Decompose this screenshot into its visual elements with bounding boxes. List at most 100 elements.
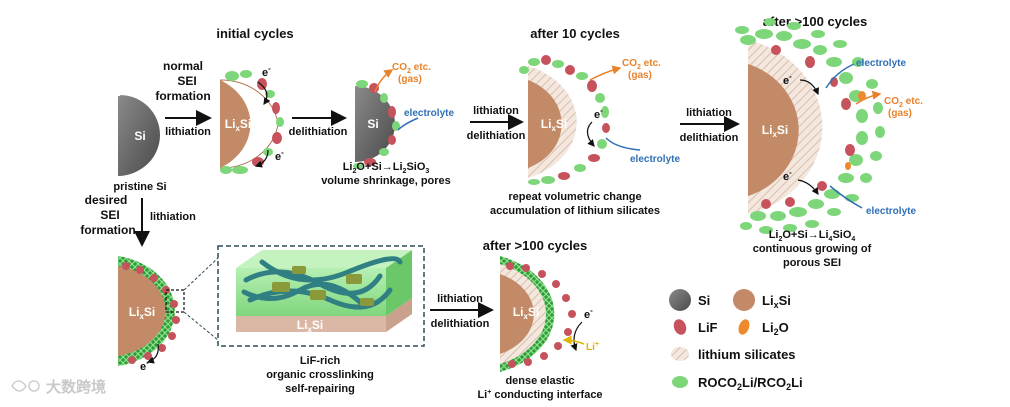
legend-swatch-lixsi — [733, 289, 755, 311]
electron-path-initial-top — [257, 81, 271, 105]
electron-label-desired: e- — [140, 358, 149, 373]
legend-item-roco2li: ROCO2Li/RCO2Li — [672, 375, 803, 392]
desired-sei-label-2: SEI — [100, 208, 119, 222]
gas-label-2b: (gas) — [628, 70, 652, 81]
electron-label-initial-top: e- — [262, 64, 271, 79]
legend-swatch-li2o — [738, 319, 750, 335]
desired-sei-label-1: desired — [85, 193, 128, 207]
watermark-text: 大数跨境 — [46, 378, 106, 396]
electrolyte-label-3b: electrolyte — [866, 206, 916, 217]
legend-swatch-lithium-silicates — [671, 347, 689, 361]
gas-label-3a: CO2 etc. — [884, 96, 923, 109]
legend-label-si: Si — [698, 293, 710, 308]
legend: Si LixSi LiF Li2O lithium silicates ROCO… — [669, 289, 803, 392]
lithiation-label-desired: lithiation — [150, 211, 196, 223]
gas-label-2a: CO2 etc. — [622, 58, 661, 71]
electrolyte-line-3a — [825, 63, 855, 89]
watermark-logo-icon — [11, 380, 27, 392]
delithiation-label-3: delithiation — [680, 132, 739, 144]
stage-title-100-cycles-bottom: after >100 cycles — [483, 238, 587, 253]
pristine-si-caption: pristine Si — [113, 181, 166, 193]
continuous-growing-caption-2: porous SEI — [783, 257, 841, 269]
sei-zoom-box: LixSi — [217, 245, 425, 347]
stable-lixsi-label: LixSi — [513, 305, 539, 321]
delithiation-label-4: delithiation — [431, 318, 490, 330]
delithiation-label-1: delithiation — [289, 126, 348, 138]
ten-cycles-lixsi-label: LixSi — [541, 117, 567, 133]
initial-lixsi-particle: LixSi — [219, 70, 284, 174]
delithiated-si-label: Si — [367, 117, 378, 131]
electron-label-initial-bottom: e- — [275, 148, 284, 163]
gas-label-3b: (gas) — [888, 108, 912, 119]
legend-label-li2o: Li2O — [762, 320, 789, 337]
pristine-si-label: Si — [134, 129, 145, 143]
stage-title-10-cycles: after 10 cycles — [530, 26, 620, 41]
delithiation-label-2: delithiation — [467, 130, 526, 142]
initial-lixsi-label: LixSi — [225, 117, 251, 133]
legend-swatch-si — [669, 289, 691, 311]
legend-item-lithium-silicates: lithium silicates — [671, 347, 796, 362]
electron-label-10-cycles: e- — [594, 106, 603, 121]
desired-sei-label-3: formation — [80, 223, 135, 237]
electron-path-100-top-2 — [797, 179, 819, 195]
li-ion-arrow — [562, 335, 585, 345]
legend-label-roco2li: ROCO2Li/RCO2Li — [698, 375, 803, 392]
ten-cycles-particle: LixSi — [519, 55, 610, 185]
reaction-li4sio4: Li2O+Si→Li4SiO4 — [769, 229, 856, 243]
li-conducting-caption: Li+ conducting interface — [477, 389, 602, 401]
electrolyte-label-2: electrolyte — [630, 154, 680, 165]
continuous-growing-caption-1: continuous growing of — [753, 243, 872, 255]
desired-lixsi-label: LixSi — [129, 305, 155, 321]
lithiation-label-2: lithiation — [473, 105, 519, 117]
zoom-line-bottom — [183, 311, 219, 341]
lithiation-label-4: lithiation — [437, 293, 483, 305]
hundred-cycles-particle-degraded: LixSi — [735, 18, 885, 234]
lithiation-label-3: lithiation — [686, 107, 732, 119]
zoom-box-lixsi-label: LixSi — [297, 318, 323, 334]
gas-label-1a: CO2 etc. — [392, 62, 431, 75]
legend-swatch-roco2li — [672, 376, 688, 388]
legend-label-lif: LiF — [698, 320, 718, 335]
electrolyte-line-3b — [829, 185, 863, 209]
volume-shrinkage-caption: volume shrinkage, pores — [321, 175, 451, 187]
gas-arrow-100-top — [855, 90, 882, 105]
repeat-change-caption: repeat volumetric change — [508, 191, 641, 203]
dense-elastic-caption: dense elastic — [505, 375, 574, 387]
gas-arrow-10-cycles — [589, 65, 622, 81]
electron-label-100-top-2: e- — [783, 168, 792, 183]
desired-lixsi-particle: LixSi — [118, 256, 180, 366]
watermark: 大数跨境 — [11, 378, 106, 396]
legend-swatch-lif — [673, 319, 687, 335]
lif-rich-caption-2: organic crosslinking — [266, 369, 374, 381]
electrolyte-label-1: electrolyte — [404, 108, 454, 119]
electron-path-stable — [570, 321, 583, 352]
gas-arrow-delithiated — [374, 69, 394, 93]
legend-item-lixsi: LixSi — [733, 289, 791, 311]
electrolyte-label-3a: electrolyte — [856, 58, 906, 69]
legend-item-lif: LiF — [673, 319, 718, 335]
gas-label-1b: (gas) — [398, 74, 422, 85]
normal-sei-label-2: SEI — [177, 74, 196, 88]
electron-path-10-cycles — [586, 121, 595, 147]
electron-path-100-top-1 — [799, 79, 819, 96]
legend-label-lithium-silicates: lithium silicates — [698, 347, 796, 362]
li-ion-label: Li+ — [586, 341, 599, 353]
electron-label-stable: e- — [584, 306, 593, 321]
electrolyte-line-1 — [397, 117, 419, 131]
zoom-line-top — [183, 257, 219, 291]
lif-rich-caption-1: LiF-rich — [300, 355, 341, 367]
normal-sei-label-3: formation — [155, 89, 210, 103]
lithiation-label-1: lithiation — [165, 126, 211, 138]
legend-item-si: Si — [669, 289, 710, 311]
stage-title-100-cycles-top: after >100 cycles — [763, 14, 867, 29]
legend-label-lixsi: LixSi — [762, 293, 791, 310]
pristine-si-particle: Si — [118, 95, 160, 176]
reaction-li2sio3: Li2O+Si→Li2SiO3 — [343, 161, 430, 175]
electron-label-100-top-1: e- — [783, 72, 792, 87]
hundred-cycles-particle-stable: LixSi — [500, 256, 576, 372]
normal-sei-label-1: normal — [163, 59, 203, 73]
hundred-cycles-lixsi-label-top: LixSi — [762, 123, 788, 139]
electron-path-desired — [146, 343, 159, 364]
